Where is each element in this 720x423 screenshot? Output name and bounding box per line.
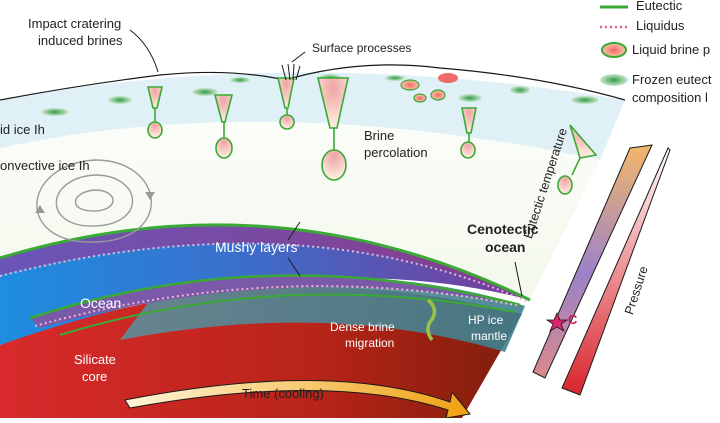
liquid-brine-pockets (400, 73, 458, 103)
legend-frozen-eutectic-label-1: Frozen eutect (632, 72, 712, 87)
legend-frozen-eutectic-label-2: composition l (632, 90, 708, 105)
point-c-label: C (568, 312, 578, 327)
silicate-core-label-1: Silicate (74, 352, 116, 367)
eutectic-line-core (59, 293, 516, 336)
dense-brine-drop (426, 298, 437, 342)
hp-ice-label-2: mantle (471, 329, 508, 343)
surface-hatch (281, 63, 301, 81)
legend-brine-pocket-label: Liquid brine p (632, 42, 711, 57)
brine-percolation-label-1: Brine (364, 128, 395, 143)
silicate-core-label-2: core (82, 369, 108, 384)
impact-label-2: induced brines (38, 33, 123, 48)
convective-ice-label: onvective ice Ih (0, 158, 90, 173)
time-cooling-label: Time (cooling) (242, 386, 324, 401)
legend-brine-pocket-icon (601, 42, 627, 58)
time-arrow[interactable] (124, 380, 471, 419)
dense-brine-label-1: Dense brine (330, 320, 395, 334)
legend-liquidus-label: Liquidus (636, 18, 685, 33)
eutectic-line-upper (0, 223, 531, 302)
hp-ice-label-1: HP ice (468, 313, 504, 327)
convection-arrows (35, 159, 155, 243)
mushy-layers-label: Mushy layers (215, 239, 298, 255)
brine-funnels (146, 77, 598, 195)
legend-eutectic-label: Eutectic (636, 0, 683, 13)
cenotectic-label-2: ocean (485, 239, 526, 255)
impact-label-1: Impact cratering (28, 16, 122, 31)
legend-frozen-eutectic-icon (600, 74, 628, 86)
surface-processes-label: Surface processes (312, 41, 412, 55)
pressure-wedge (561, 147, 671, 396)
ocean-label: Ocean (80, 295, 122, 311)
mushy-layer-upper (0, 224, 530, 300)
eutectic-line-lower (29, 274, 521, 320)
point-c-star (545, 311, 569, 332)
rigid-ice-label: id ice Ih (0, 122, 45, 137)
cenotectic-label-1: Cenotectic (467, 221, 539, 237)
hp-ice-mantle (120, 277, 525, 352)
leader-lines (129, 29, 523, 297)
brine-percolation-label-2: percolation (364, 145, 428, 160)
convective-ice-layer (0, 121, 600, 300)
dense-brine-label-2: migration (345, 336, 395, 350)
frozen-eutectic-blobs (41, 74, 599, 116)
legend (600, 5, 628, 86)
